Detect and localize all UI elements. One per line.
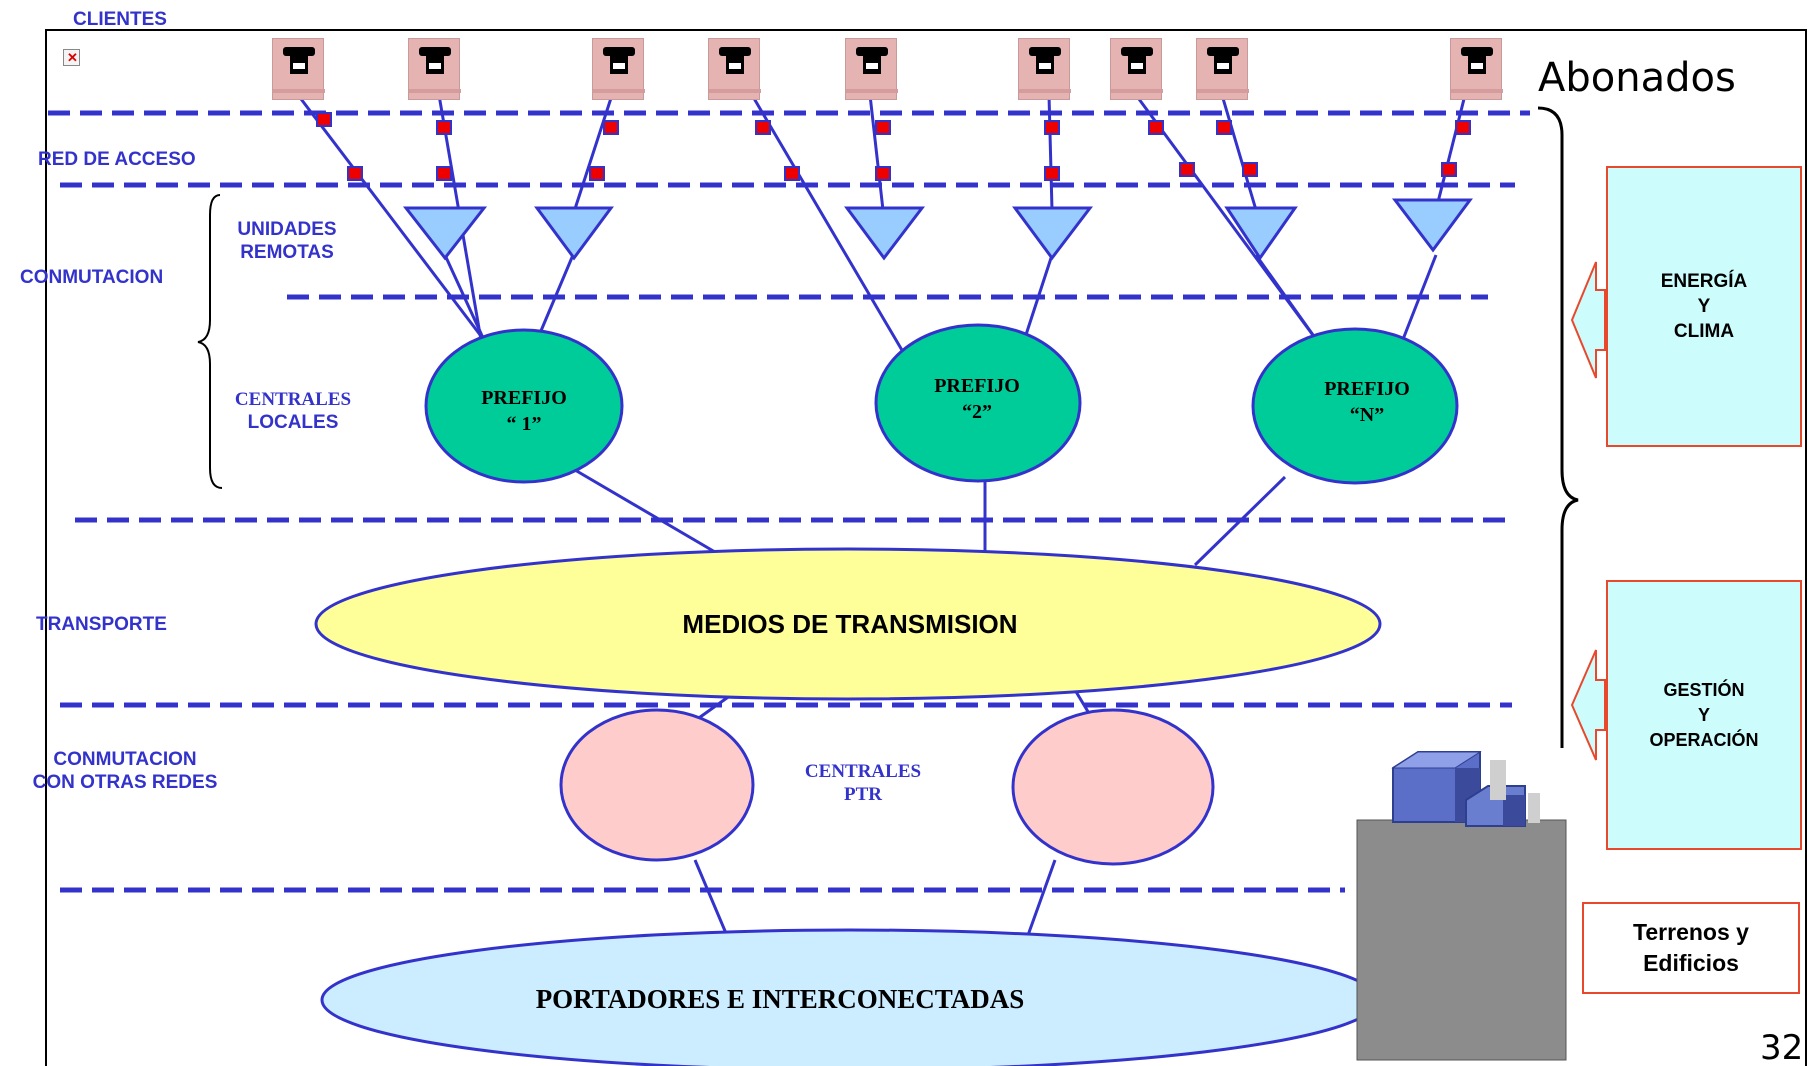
prefijo-n-node — [1251, 327, 1459, 485]
local-exchanges — [424, 323, 1459, 485]
remote-unit-triangle — [1012, 206, 1094, 261]
telephone-icon — [1196, 38, 1249, 100]
remote-units — [402, 198, 1473, 261]
slide-frame — [45, 29, 1807, 1066]
ptr-node-right — [1011, 708, 1215, 866]
ptr-node-left — [559, 708, 755, 862]
clientes-label: CLIENTES — [73, 9, 167, 30]
page-number: 32 — [1760, 1028, 1804, 1066]
left-brace — [197, 194, 223, 489]
arrow-energia — [1570, 261, 1606, 379]
energia-clima-box: ENERGÍA Y CLIMA — [1606, 166, 1802, 447]
portadores-label: PORTADORES E INTERCONECTADAS — [535, 984, 1025, 1014]
terrenos-edificios-box: Terrenos y Edificios — [1582, 902, 1800, 994]
telephone-icon — [1110, 38, 1163, 100]
remote-unit-triangle — [1224, 206, 1298, 261]
remote-unit-triangle — [534, 206, 614, 261]
telephone-icon — [272, 38, 325, 100]
right-brace — [1537, 106, 1579, 748]
conmutacion-otras-label: CONMUTACION CON OTRAS REDES — [32, 749, 218, 793]
connection-lines — [296, 94, 1467, 939]
building-icon — [1356, 751, 1567, 1061]
remote-unit-triangle — [1391, 198, 1473, 253]
transporte-label: TRANSPORTE — [36, 614, 167, 635]
broken-image-icon: ✕ — [63, 49, 80, 66]
telephone-icon — [592, 38, 645, 100]
remote-unit-triangle — [402, 206, 488, 261]
telephone-icon — [1450, 38, 1503, 100]
telephone-icon — [845, 38, 898, 100]
prefijo-1-label: PREFIJO “ 1” — [481, 387, 567, 435]
arrow-gestion — [1570, 649, 1606, 761]
medios-transmision-node — [314, 547, 1382, 701]
unidades-remotas-label: UNIDADES REMOTAS — [237, 219, 337, 263]
telephone-icon — [1018, 38, 1071, 100]
conmutacion-label: CONMUTACION — [20, 267, 164, 288]
layer-separators — [48, 110, 1530, 893]
gestion-operacion-box: GESTIÓN Y OPERACIÓN — [1606, 580, 1802, 850]
prefijo-2-label: PREFIJO “2” — [934, 375, 1020, 423]
prefijo-1-node — [424, 328, 624, 484]
centrales-ptr-label: CENTRALES PTR — [804, 761, 922, 805]
telephone-icon — [408, 38, 461, 100]
prefijo-2-node — [874, 323, 1082, 483]
medios-label: MEDIOS DE TRANSMISION — [682, 609, 1018, 639]
prefijo-n-label: PREFIJO “N” — [1324, 378, 1410, 426]
connectors — [316, 112, 1471, 181]
red-acceso-label: RED DE ACCESO — [38, 149, 196, 170]
remote-unit-triangle — [844, 206, 926, 261]
centrales-locales-label: CENTRALES LOCALES — [234, 389, 352, 433]
abonados-label: Abonados — [1538, 55, 1736, 101]
telephone-icon — [708, 38, 761, 100]
